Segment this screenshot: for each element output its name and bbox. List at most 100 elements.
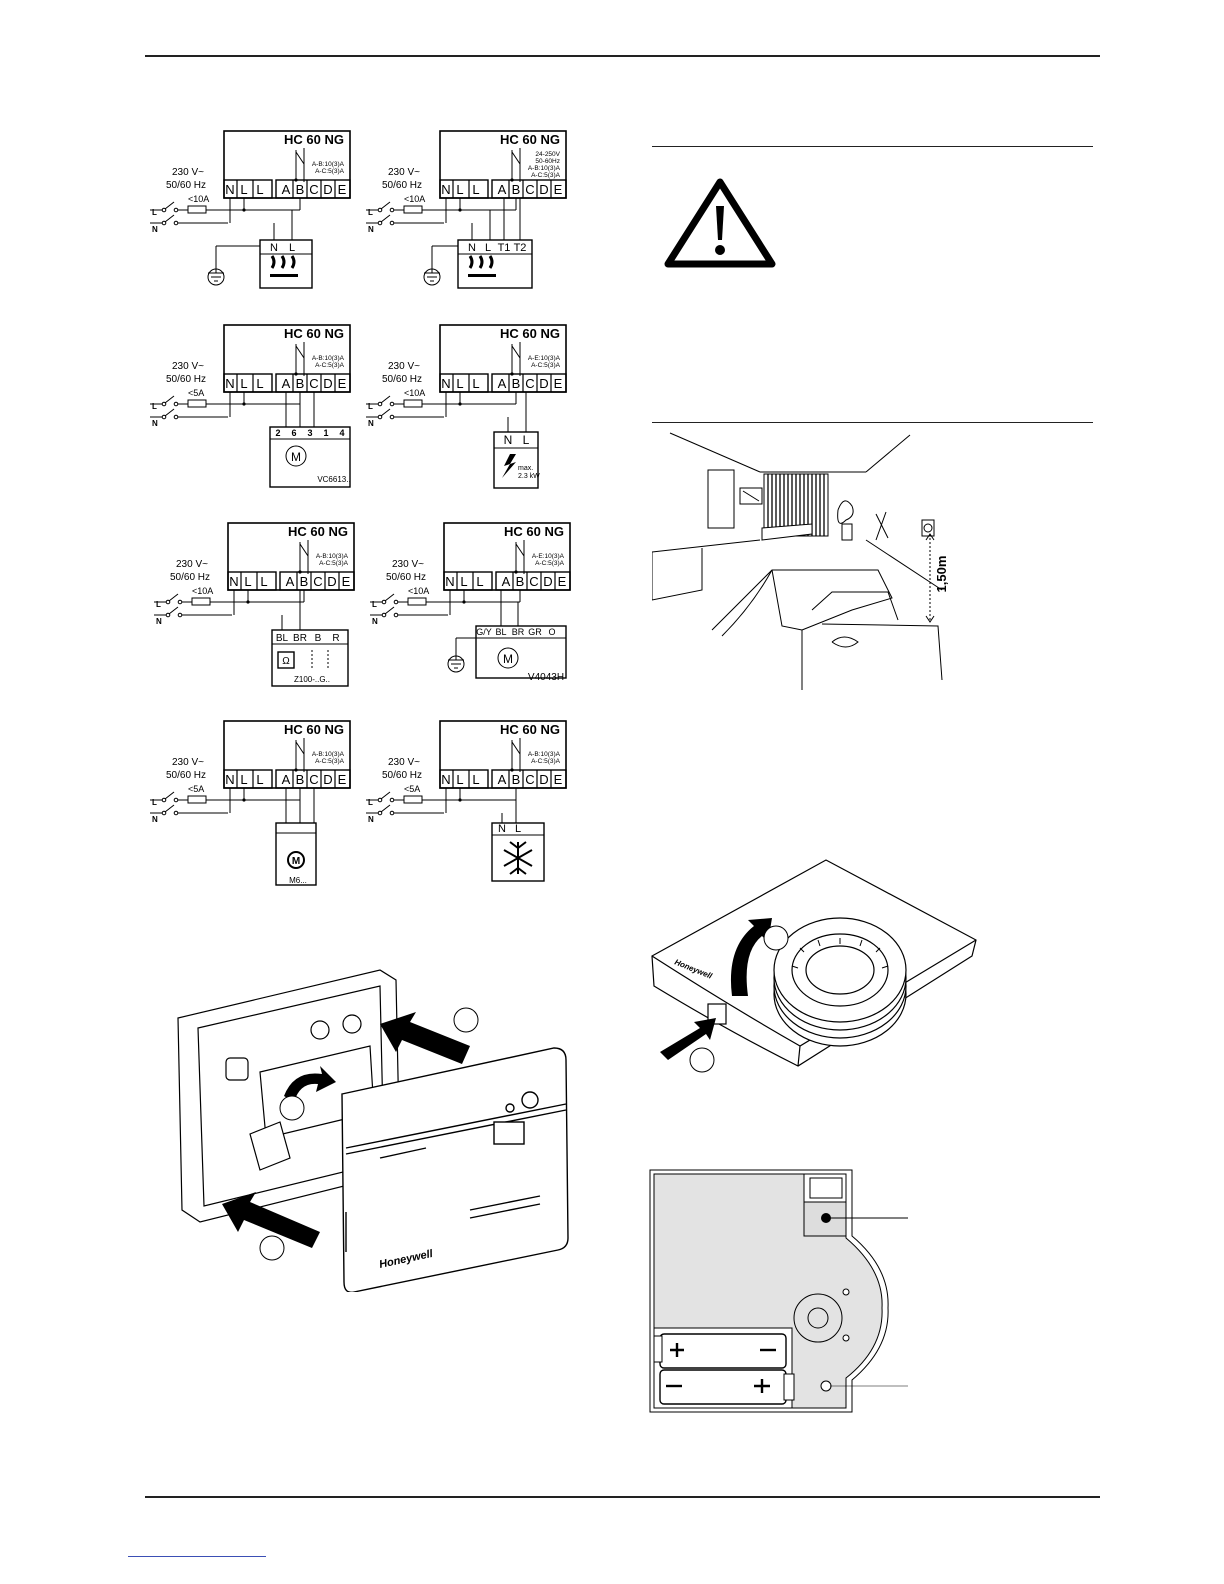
terminal-label: A xyxy=(282,376,291,391)
load-label: BR xyxy=(293,633,307,644)
relay-rating-line: A-C:5(3)A xyxy=(315,758,345,765)
phase-label: L xyxy=(368,208,373,217)
supply-frequency: 50/60 Hz xyxy=(170,572,210,583)
relay-rating-line: 24-250V xyxy=(535,151,560,158)
neutral-label: N xyxy=(156,617,162,626)
terminal-label: N xyxy=(441,182,450,197)
load-label: 2.3 kW xyxy=(518,473,540,480)
terminal-label: E xyxy=(342,574,351,589)
load-label: M xyxy=(292,856,300,867)
load-label: max. xyxy=(518,465,533,472)
relay-rating-line: A-C:5(3)A xyxy=(531,362,561,369)
terminal-label: D xyxy=(323,376,332,391)
phase-label: L xyxy=(156,600,161,609)
terminal-label: C xyxy=(309,182,318,197)
load-label: 1 xyxy=(323,428,328,438)
terminal-label: L xyxy=(240,182,247,197)
terminal-label: L xyxy=(244,574,251,589)
supply-frequency: 50/60 Hz xyxy=(386,572,426,583)
load-label: 6 xyxy=(291,428,296,438)
relay-rating-line: A-E:10(3)A xyxy=(532,553,565,560)
terminal-label: L xyxy=(460,574,467,589)
terminal-label: E xyxy=(338,772,347,787)
terminal-label: E xyxy=(554,376,563,391)
relay-rating-line: A-B:10(3)A xyxy=(528,165,561,172)
terminal-label: L xyxy=(472,772,479,787)
terminal-label: B xyxy=(296,182,305,197)
room-placement-illustration: 1,50m xyxy=(652,432,949,690)
load-label: R xyxy=(332,633,339,644)
terminal-label: D xyxy=(539,182,548,197)
terminal-label: L xyxy=(456,376,463,391)
load-label: N xyxy=(270,242,278,254)
load-label: BR xyxy=(512,627,525,637)
warning-top-rule xyxy=(652,146,1093,147)
model-label: HC 60 NG xyxy=(500,326,560,341)
terminal-label: B xyxy=(296,376,305,391)
model-label: HC 60 NG xyxy=(288,524,348,539)
terminal-label: A xyxy=(282,772,291,787)
model-label: HC 60 NG xyxy=(504,524,564,539)
terminal-label: D xyxy=(323,772,332,787)
fuse-rating: <5A xyxy=(404,784,420,794)
relay-rating-line: A-C:5(3)A xyxy=(315,362,345,369)
model-label: HC 60 NG xyxy=(284,132,344,147)
fuse-rating: <5A xyxy=(188,388,204,398)
terminal-label: D xyxy=(539,376,548,391)
terminal-label: B xyxy=(512,376,521,391)
terminal-label: A xyxy=(282,182,291,197)
supply-voltage: 230 V~ xyxy=(392,559,424,570)
terminal-label: N xyxy=(441,376,450,391)
fuse-rating: <10A xyxy=(408,586,429,596)
terminal-label: L xyxy=(476,574,483,589)
model-label: HC 60 NG xyxy=(500,132,560,147)
phase-label: L xyxy=(368,402,373,411)
supply-frequency: 50/60 Hz xyxy=(166,374,206,385)
supply-frequency: 50/60 Hz xyxy=(166,770,206,781)
supply-voltage: 230 V~ xyxy=(388,167,420,178)
load-label: M6... xyxy=(289,876,307,885)
relay-rating-line: A-B:10(3)A xyxy=(312,161,345,168)
relay-rating-line: A-C:5(3)A xyxy=(315,168,345,175)
relay-rating-line: A-C:5(3)A xyxy=(531,758,561,765)
terminal-label: C xyxy=(309,772,318,787)
terminal-label: L xyxy=(240,376,247,391)
terminal-label: E xyxy=(554,182,563,197)
relay-rating-line: A-B:10(3)A xyxy=(312,355,345,362)
supply-frequency: 50/60 Hz xyxy=(382,374,422,385)
relay-rating-line: A-C:5(3)A xyxy=(319,560,349,567)
load-label: T2 xyxy=(514,242,527,254)
load-label: G/Y xyxy=(476,627,492,637)
battery-compartment-illustration xyxy=(649,1169,908,1413)
relay-rating-line: 50-60Hz xyxy=(535,158,560,165)
load-label: O xyxy=(548,627,555,637)
top-rule xyxy=(145,55,1100,57)
terminal-label: D xyxy=(539,772,548,787)
fuse-rating: <5A xyxy=(188,784,204,794)
load-label: Z100-..G.. xyxy=(294,675,330,684)
load-label: L xyxy=(485,242,491,254)
relay-rating-line: A-C:5(3)A xyxy=(531,172,561,179)
terminal-label: N xyxy=(225,182,234,197)
relay-rating-line: A-B:10(3)A xyxy=(528,751,561,758)
load-label: M xyxy=(291,450,301,464)
neutral-label: N xyxy=(372,617,378,626)
load-label: 3 xyxy=(307,428,312,438)
supply-voltage: 230 V~ xyxy=(388,361,420,372)
terminal-label: C xyxy=(309,376,318,391)
phase-label: L xyxy=(152,208,157,217)
warning-triangle-icon xyxy=(664,178,776,268)
neutral-label: N xyxy=(368,225,374,234)
supply-voltage: 230 V~ xyxy=(388,757,420,768)
terminal-label: N xyxy=(229,574,238,589)
terminal-label: C xyxy=(529,574,538,589)
load-label: BL xyxy=(276,633,289,644)
supply-frequency: 50/60 Hz xyxy=(382,180,422,191)
model-label: HC 60 NG xyxy=(284,326,344,341)
supply-voltage: 230 V~ xyxy=(172,757,204,768)
load-label: BL xyxy=(495,627,506,637)
terminal-label: C xyxy=(525,772,534,787)
